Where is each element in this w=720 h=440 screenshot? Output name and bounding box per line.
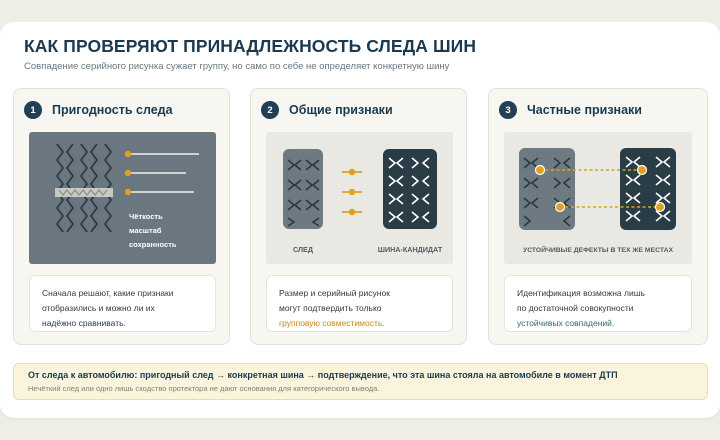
conclusion-banner: От следа к автомобилю: пригодный след → … (13, 363, 708, 400)
highlight-band (55, 188, 113, 197)
page-title: КАК ПРОВЕРЯЮТ ПРИНАДЛЕЖНОСТЬ СЛЕДА ШИН (24, 36, 477, 56)
step-badge-1: 1 (24, 101, 42, 119)
step-badge-2: 2 (261, 101, 279, 119)
panel-suitability: 1 Пригодность следа Ч (13, 88, 230, 345)
figure-label-preservation: сохранность (129, 240, 177, 249)
defect-links (540, 169, 660, 208)
figure-label-clarity: Чёткость (129, 212, 163, 221)
note-individual-features: Идентификация возможна лишь по достаточн… (504, 275, 692, 332)
note-class-features: Размер и серийный рисунок могут подтверд… (266, 275, 453, 332)
label-candidate-tire: ШИНА-КАНДИДАТ (378, 245, 443, 254)
figure-label-scale: масштаб (129, 226, 162, 235)
label-trace: СЛЕД (293, 245, 313, 254)
panel-title-3: Частные признаки (527, 103, 642, 117)
panel-title-2: Общие признаки (289, 103, 393, 117)
panel-title-1: Пригодность следа (52, 103, 173, 117)
panel-class-features: 2 Общие признаки (250, 88, 467, 345)
page-subtitle: Совпадение серийного рисунка сужает груп… (24, 61, 450, 72)
conclusion-main: От следа к автомобилю: пригодный след → … (28, 370, 618, 380)
panel-individual-features: 3 Частные признаки (488, 88, 708, 345)
candidate-tire (620, 148, 676, 230)
step-badge-3: 3 (499, 101, 517, 119)
individual-features-figure: УСТОЙЧИВЫЕ ДЕФЕКТЫ В ТЕХ ЖЕ МЕСТАХ (504, 132, 692, 264)
conclusion-note: Нечёткий след или одно лишь сходство про… (28, 384, 380, 393)
label-stable-defects: УСТОЙЧИВЫЕ ДЕФЕКТЫ В ТЕХ ЖЕ МЕСТАХ (523, 245, 674, 254)
figure-callouts (130, 153, 199, 193)
class-features-figure: СЛЕД ШИНА-КАНДИДАТ (266, 132, 453, 264)
trace-imprint (283, 149, 323, 229)
candidate-tire (383, 149, 437, 229)
suitability-figure: Чёткость масштаб сохранность (29, 132, 216, 264)
note-suitability: Сначала решают, какие признаки отобразил… (29, 275, 216, 332)
